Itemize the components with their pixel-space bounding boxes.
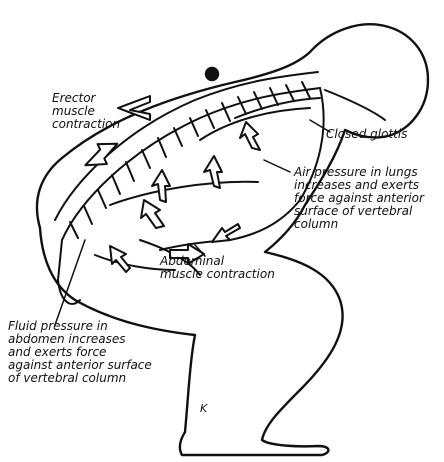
air-pressure-label: Air pressure in lungs increases and exer… [294,166,424,231]
arrow-erector-right [79,136,123,172]
arrow-erector-left [118,96,150,120]
leader-lines [55,120,330,325]
closed-glottis-label: Closed glottis [326,128,407,141]
ear-icon [206,68,218,80]
arrow-abdomen-1 [141,200,164,228]
artist-initials: K [200,402,207,415]
fluid-pressure-label: Fluid pressure in abdomen increases and … [8,320,152,385]
diaphragm-line [110,182,258,205]
erector-muscle-label: Erector muscle contraction [52,92,120,131]
abdominal-muscle-label: Abdominal muscle contraction [160,255,275,281]
arrow-lung-1 [240,122,260,150]
glottis-line [325,90,385,120]
arrow-lung-3 [152,170,170,202]
arrow-abdomen-2 [110,246,130,272]
